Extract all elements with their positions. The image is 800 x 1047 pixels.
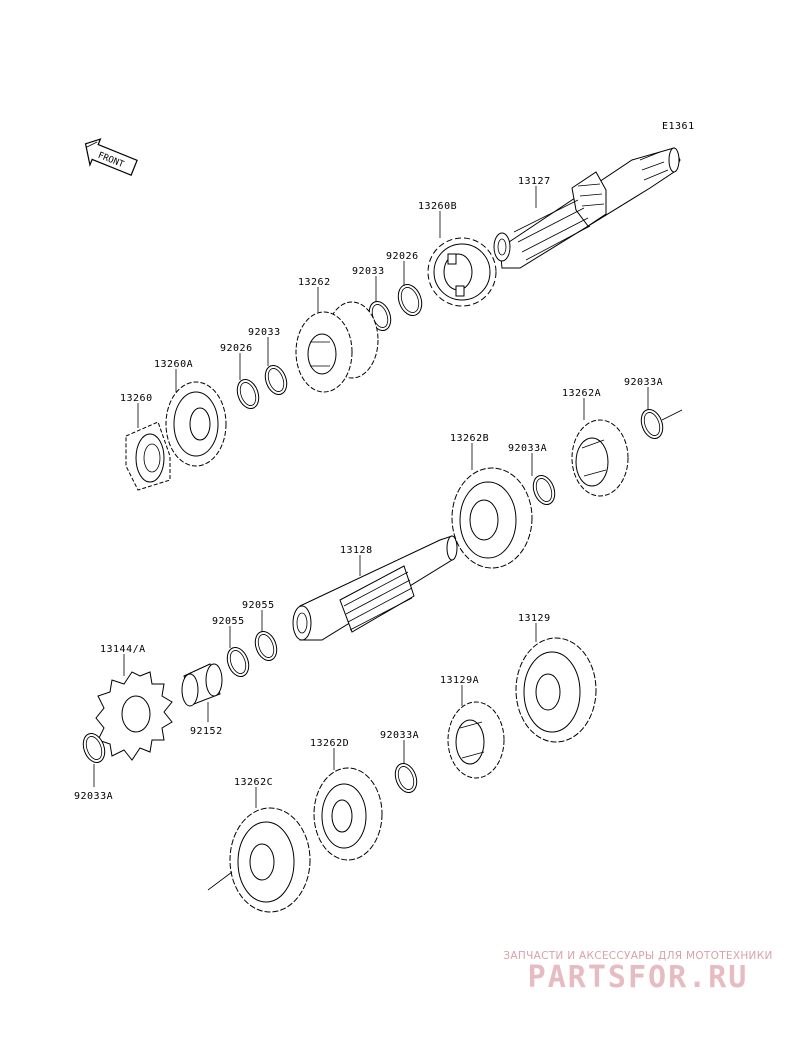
gear-13262b — [451, 467, 533, 569]
gear-13262c — [207, 807, 311, 913]
diagram-code: E1361 — [662, 121, 695, 132]
gear-13129a — [447, 701, 505, 779]
label-92033-left: 92033 — [248, 327, 281, 338]
watermark: ЗАПЧАСТИ И АКСЕССУАРЫ ДЛЯ МОТОТЕХНИКИ PA… — [488, 950, 788, 994]
label-13260a: 13260A — [154, 359, 193, 370]
gear-13129 — [515, 637, 597, 743]
label-92033-upper: 92033 — [352, 266, 385, 277]
label-92033a-bottom: 92033A — [380, 730, 419, 741]
circlip-92033-left — [264, 364, 288, 396]
label-92055-right: 92055 — [242, 600, 275, 611]
ring-92026-upper — [397, 284, 423, 316]
leader-lines — [93, 186, 649, 808]
label-13129a: 13129A — [440, 675, 479, 686]
gear-13262a — [571, 419, 629, 497]
part-labels: 13127 13260B 92026 92033 13262 92033 920… — [74, 176, 663, 802]
ring-92055-left — [226, 646, 250, 678]
label-13262d: 13262D — [310, 738, 349, 749]
shaft-13128 — [292, 535, 458, 641]
ring-92026-left — [236, 378, 260, 410]
label-13128: 13128 — [340, 545, 373, 556]
label-92055-left: 92055 — [212, 616, 245, 627]
label-13262b: 13262B — [450, 433, 489, 444]
label-13260: 13260 — [120, 393, 153, 404]
label-92026-left: 92026 — [220, 343, 253, 354]
label-13262c: 13262C — [234, 777, 273, 788]
gear-13262 — [295, 301, 379, 393]
ring-92055-right — [254, 630, 278, 662]
gear-13260b — [427, 237, 497, 307]
collar-92152 — [181, 663, 223, 707]
front-arrow-icon: FRONT — [84, 138, 138, 176]
shaft-13127 — [493, 147, 681, 269]
circlip-92033a-middle — [532, 474, 556, 506]
gear-13262d — [313, 767, 383, 861]
watermark-subtitle: ЗАПЧАСТИ И АКСЕССУАРЫ ДЛЯ МОТОТЕХНИКИ — [503, 950, 773, 962]
label-13144a: 13144/A — [100, 644, 146, 655]
label-13262a: 13262A — [562, 388, 601, 399]
label-92033a-left: 92033A — [74, 791, 113, 802]
watermark-brand: PARTSFOR.RU — [527, 960, 749, 995]
gear-13260a — [165, 381, 227, 467]
label-13129: 13129 — [518, 613, 551, 624]
circlip-92033a-right — [640, 408, 683, 440]
gear-13260 — [125, 421, 171, 491]
label-92033a-right: 92033A — [624, 377, 663, 388]
sprocket-13144a — [95, 671, 173, 761]
label-13127: 13127 — [518, 176, 551, 187]
label-92152: 92152 — [190, 726, 223, 737]
circlip-92033a-left — [82, 732, 106, 764]
circlip-92033a-bottom — [394, 762, 418, 794]
label-13260b: 13260B — [418, 201, 457, 212]
label-13262: 13262 — [298, 277, 331, 288]
label-92033a-middle: 92033A — [508, 443, 547, 454]
label-92026-upper: 92026 — [386, 251, 419, 262]
